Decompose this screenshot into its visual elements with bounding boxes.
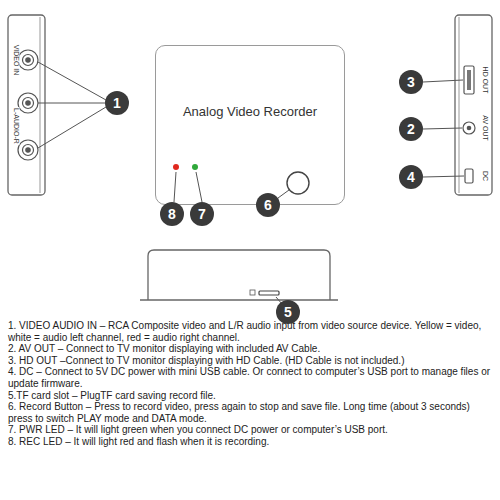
callout-number: 1 (113, 96, 121, 110)
rca-jacks (18, 50, 38, 160)
usb-port (465, 169, 473, 183)
pwr-led (192, 164, 198, 170)
port-label: HD OUT (482, 66, 489, 95)
left-side-view (8, 15, 45, 195)
port-label: DC (482, 170, 489, 182)
callout-circle: 8 (160, 202, 184, 226)
callout-number: 3 (407, 75, 415, 89)
hd-port (464, 66, 474, 94)
note-text: 8. REC LED – It will light red and flash… (8, 436, 494, 448)
port-label: L-AUDIO-R (13, 107, 20, 145)
device-name: Analog Video Recorder (183, 46, 317, 119)
callout-circle: 5 (276, 300, 300, 324)
note-text: 2. AV OUT – Connect to TV monitor displa… (8, 343, 494, 355)
callout-number: 6 (264, 198, 272, 212)
notes-list: 1. VIDEO AUDIO IN – RCA Composite video … (8, 320, 494, 448)
note-text: 1. VIDEO AUDIO IN – RCA Composite video … (8, 320, 494, 343)
callout-number: 5 (284, 305, 292, 319)
leader-lines (423, 80, 464, 177)
callout-circle: 6 (256, 193, 280, 217)
note-text: 6. Record Button – Press to record video… (8, 401, 494, 424)
callout-circle: 7 (190, 202, 214, 226)
note-text: 5.TF card slot – PlugTF card saving reco… (8, 390, 494, 402)
callout-circle: 4 (399, 165, 423, 189)
record-button (287, 172, 309, 194)
rec-led (173, 164, 179, 170)
callout-circle: 2 (399, 117, 423, 141)
port-label: AV OUT (482, 114, 489, 142)
av-port-hole (467, 126, 472, 131)
callout-circle: 3 (399, 70, 423, 94)
note-text: 3. HD OUT –Connect to TV monitor display… (8, 355, 494, 367)
right-side-view (455, 15, 492, 195)
callout-number: 2 (407, 122, 415, 136)
note-text: 7. PWR LED – It will light green when yo… (8, 424, 494, 436)
bottom-edge (140, 299, 338, 300)
bottom-view (148, 250, 330, 300)
side-edge (459, 17, 460, 193)
hd-port-pins (467, 70, 471, 90)
port-label: VIDEO IN (13, 44, 20, 77)
av-port (463, 122, 475, 134)
note-text: 4. DC – Connect to 5V DC power with mini… (8, 366, 494, 389)
callout-circle: 1 (105, 91, 129, 115)
device-body: Analog Video Recorder (155, 45, 345, 205)
callout-number: 7 (198, 207, 206, 221)
leader-lines (38, 62, 106, 148)
card-icon (250, 290, 255, 295)
callout-number: 4 (407, 170, 415, 184)
side-edge (40, 17, 41, 193)
tf-card-slot (259, 291, 279, 295)
callout-number: 8 (168, 207, 176, 221)
